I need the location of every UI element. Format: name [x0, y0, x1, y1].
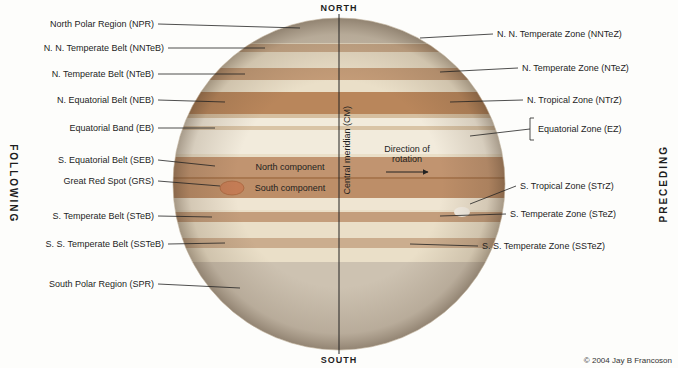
planet-bands [170, 15, 510, 357]
belt-label: N. Equatorial Belt (NEB) [57, 95, 154, 105]
zone-label: S. Tropical Zone (STrZ) [520, 181, 614, 191]
region-label: South Polar Region (SPR) [49, 279, 154, 289]
zone-label: N. Temperate Zone (NTeZ) [522, 63, 629, 73]
zone-label: S. Temperate Zone (STeZ) [510, 209, 616, 219]
leader-lines [158, 24, 534, 288]
feature-label: Great Red Spot (GRS) [63, 176, 154, 186]
compass-label: NORTH [321, 3, 358, 13]
copyright-note: © 2004 Jay B Francoson [584, 356, 672, 365]
limb-label: PRECEDING [658, 145, 670, 222]
component-label: South component [255, 183, 326, 193]
limb-label: FOLLOWING [8, 144, 20, 223]
belt-label: N. N. Temperate Belt (NNTeB) [44, 43, 164, 53]
zone-label: N. N. Temperate Zone (NNTeZ) [497, 29, 622, 39]
belt-label: S. S. Temperate Belt (SSTeB) [46, 239, 164, 249]
belt-label: Equatorial Band (EB) [69, 123, 154, 133]
belt-label: S. Temperate Belt (STeB) [53, 211, 154, 221]
belt-label: North Polar Region (NPR) [50, 19, 154, 29]
zone-label: S. S. Temperate Zone (SSTeZ) [482, 241, 605, 251]
meridian-label: Central meridian (CM) [342, 106, 352, 195]
rotation-arrow [386, 172, 428, 173]
central-meridian-line [339, 14, 340, 354]
component-label: North component [255, 162, 324, 172]
rotation-label: Direction of rotation [376, 144, 438, 165]
belt-label: N. Temperate Belt (NTeB) [52, 69, 154, 79]
compass-label: SOUTH [321, 355, 358, 365]
zone-label: N. Tropical Zone (NTrZ) [527, 95, 622, 105]
belt-label: S. Equatorial Belt (SEB) [58, 155, 154, 165]
zone-label: Equatorial Zone (EZ) [538, 124, 622, 134]
